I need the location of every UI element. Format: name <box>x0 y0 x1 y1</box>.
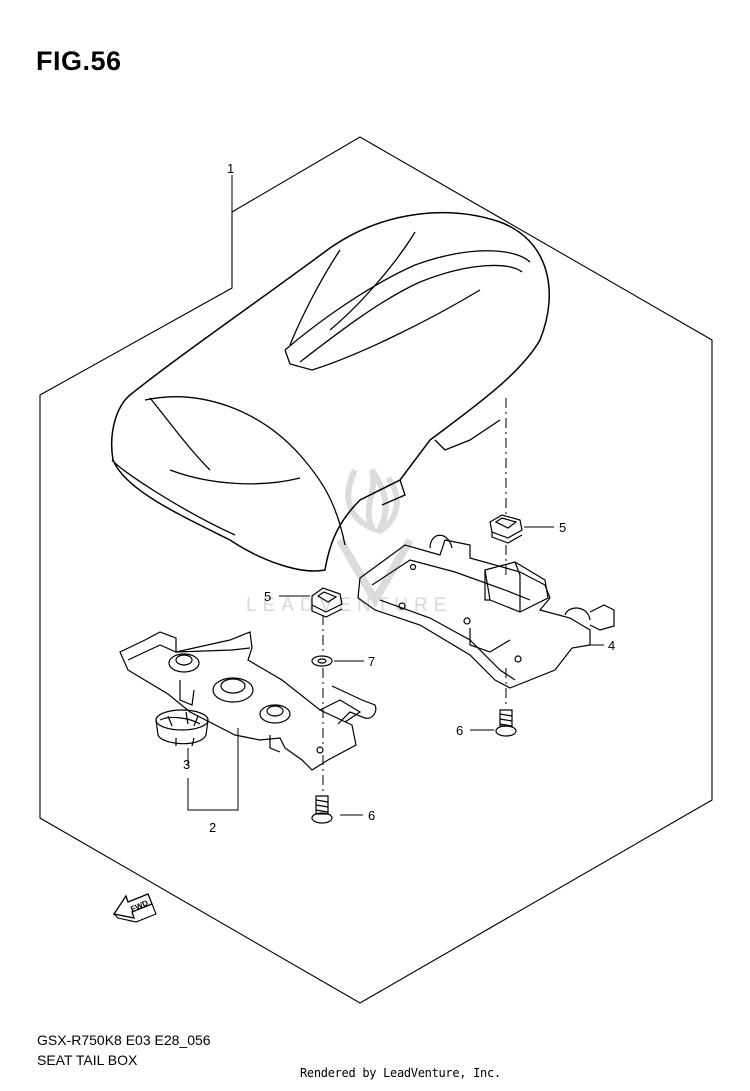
watermark: LEADVENTURE <box>246 468 452 616</box>
bolt-left <box>311 795 333 824</box>
figure-caption: SEAT TAIL BOX <box>37 1052 138 1068</box>
clip-nut-lower <box>311 587 343 618</box>
callout-2: 2 <box>209 820 216 835</box>
callout-3: 3 <box>183 757 190 772</box>
render-credit: Rendered by LeadVenture, Inc. <box>300 1066 501 1080</box>
watermark-flame-icon <box>345 468 400 535</box>
callout-7: 7 <box>368 654 375 669</box>
watermark-text: LEADVENTURE <box>246 595 452 616</box>
front-bracket <box>119 631 377 771</box>
fwd-arrow-icon <box>112 893 153 919</box>
assembly-lines <box>322 398 507 795</box>
assembly-boundary <box>39 136 713 1004</box>
grommet <box>155 709 209 747</box>
callout-labels: 1 2 3 4 5 5 6 6 7 <box>183 161 615 835</box>
watermark-v-icon <box>336 537 414 608</box>
clip-nut-upper <box>489 514 523 544</box>
callout-5-lower: 5 <box>264 589 271 604</box>
figure-title: FIG.56 <box>36 46 122 76</box>
callout-6-left: 6 <box>368 808 375 823</box>
seat-tail-cover <box>110 211 551 572</box>
bolt-right <box>495 709 517 737</box>
rear-bracket <box>357 534 615 689</box>
leader-lines <box>187 175 604 816</box>
callout-6-right: 6 <box>456 723 463 738</box>
callout-1: 1 <box>227 161 234 176</box>
forward-direction-arrow: FWD <box>112 893 157 923</box>
callout-5-upper: 5 <box>559 520 566 535</box>
washer <box>311 655 333 667</box>
model-code: GSX-R750K8 E03 E28_056 <box>37 1032 211 1048</box>
callout-4: 4 <box>608 638 615 653</box>
